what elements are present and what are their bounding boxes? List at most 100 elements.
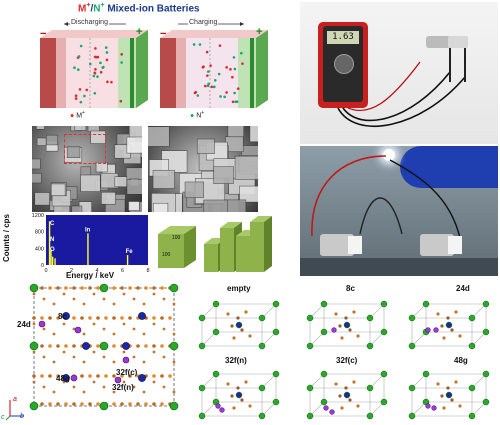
lattice-atom — [162, 297, 166, 301]
lattice-atom — [112, 360, 116, 364]
lattice-atom — [42, 385, 46, 389]
m-ion — [94, 47, 97, 50]
discharging-cell — [40, 30, 148, 108]
cell-bottom — [411, 401, 487, 417]
lattice-atom — [142, 302, 146, 306]
lattice-atom — [132, 385, 136, 389]
brown-atom — [440, 324, 444, 328]
purple-atom — [219, 407, 225, 413]
orange-atom — [340, 406, 344, 410]
green-atom — [422, 370, 430, 378]
green-atom — [272, 398, 280, 406]
lattice-atom — [152, 322, 156, 326]
panel-label-24d: 24d — [456, 284, 470, 293]
glove-hand — [400, 146, 498, 188]
brown-atom — [240, 328, 244, 332]
eds-y-tick: 800 — [35, 230, 44, 236]
blue-atom — [236, 392, 242, 398]
orange-atom — [232, 406, 236, 410]
lattice-atom — [160, 286, 164, 290]
lattice-atom — [56, 374, 60, 378]
axis-a: a — [13, 396, 17, 403]
axis-c: c — [1, 414, 5, 421]
green-atom — [408, 384, 416, 392]
brown-atom — [240, 398, 244, 402]
blue-atom — [62, 374, 70, 382]
blue-atom — [138, 312, 146, 320]
lattice-atom — [40, 316, 44, 320]
n-ion — [102, 65, 105, 69]
lattice-atom — [102, 355, 106, 359]
step-top — [220, 222, 242, 228]
green-atom — [272, 300, 280, 308]
purple-atom — [38, 320, 46, 328]
lattice-atom — [32, 316, 36, 320]
purple-atom — [70, 374, 78, 382]
green-atom — [169, 283, 179, 293]
eds-x-tick: 4 — [95, 268, 98, 274]
m-ion — [106, 80, 109, 84]
n-ion — [196, 94, 200, 97]
brown-atom — [338, 324, 342, 328]
green-atom — [29, 401, 39, 411]
green-atom — [212, 370, 220, 378]
sem-cube — [95, 162, 108, 173]
lattice-atom — [162, 385, 166, 389]
n-ion — [233, 67, 237, 71]
sem-cube — [239, 185, 258, 203]
eds-y-tick: 0 — [41, 263, 44, 269]
brown-atom — [348, 328, 352, 332]
lattice-atom — [92, 292, 96, 296]
brown-atom — [230, 324, 234, 328]
sem-cube — [45, 134, 59, 146]
sem-cube — [234, 155, 258, 180]
orange-atom — [244, 310, 248, 314]
green-atom — [306, 314, 314, 322]
lattice-atom — [72, 402, 76, 406]
green-atom — [408, 314, 416, 322]
sem-crystals-2 — [148, 126, 258, 212]
brown-atom — [338, 394, 342, 398]
lattice-atom — [104, 316, 108, 320]
minus-sign-1: − — [40, 28, 47, 40]
sem-cube — [196, 138, 215, 154]
panel-label-32fc: 32f(c) — [336, 356, 358, 365]
lattice-atom — [132, 327, 136, 331]
lattice-atom — [128, 286, 132, 290]
facet-label-1: 100 — [172, 235, 181, 241]
sem-cube — [148, 126, 170, 147]
lattice-atom — [48, 316, 52, 320]
lattice-atom — [62, 322, 66, 326]
panel-24d — [408, 300, 490, 350]
lattice-atom — [162, 355, 166, 359]
lattice-atom — [160, 316, 164, 320]
lattice-atom — [82, 332, 86, 336]
sem-cube — [32, 158, 41, 170]
site-label-8c: 8c — [58, 312, 67, 321]
sem-cube — [114, 176, 128, 188]
lattice-atom — [112, 402, 116, 406]
n-ion — [223, 95, 226, 99]
green-atom — [468, 314, 476, 322]
lattice-atom — [160, 402, 164, 406]
lattice-atom — [56, 402, 60, 406]
panel-32fc — [306, 370, 388, 420]
brown-atom — [348, 398, 352, 402]
lattice-atom — [152, 350, 156, 354]
lattice-atom — [102, 385, 106, 389]
lattice-atom — [122, 322, 126, 326]
battery-title: M+/N+ Mixed-ion Batteries — [78, 2, 200, 14]
m-ion — [225, 91, 228, 94]
lattice-atom — [40, 286, 44, 290]
axis-triad — [5, 400, 24, 421]
green-atom — [380, 300, 388, 308]
lattice-atom — [88, 374, 92, 378]
n-ion — [213, 85, 216, 89]
lattice-atom — [120, 402, 124, 406]
sem-cube — [203, 199, 228, 212]
lattice-atom — [48, 344, 52, 348]
title-sep: / — [90, 3, 94, 15]
lattice-atom — [112, 316, 116, 320]
green-atom — [258, 384, 266, 392]
m-ion — [218, 44, 222, 47]
